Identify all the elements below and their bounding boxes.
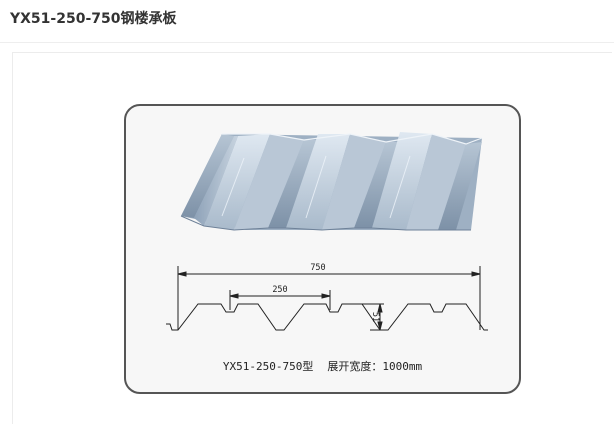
dim-pitch-label: 250: [272, 285, 287, 295]
product-caption: YX51-250-750型展开宽度：1000mm: [126, 358, 519, 374]
dim-total-label: 750: [310, 263, 325, 273]
page-title: YX51-250-750钢楼承板: [10, 11, 177, 27]
model-label: YX51-250-750型: [222, 360, 314, 373]
deck-illustration: 750 250 51: [166, 132, 488, 331]
divider: [0, 42, 614, 43]
deck-panel-3d: [180, 132, 483, 231]
width-label: 展开宽度：1000mm: [327, 360, 423, 373]
product-image-card: 750 250 51 YX51-250-750型展开宽度：1000mm: [124, 104, 521, 394]
dimension-drawing: [166, 266, 488, 331]
dim-height-label: 51: [370, 312, 380, 322]
profile-section: [166, 303, 488, 331]
